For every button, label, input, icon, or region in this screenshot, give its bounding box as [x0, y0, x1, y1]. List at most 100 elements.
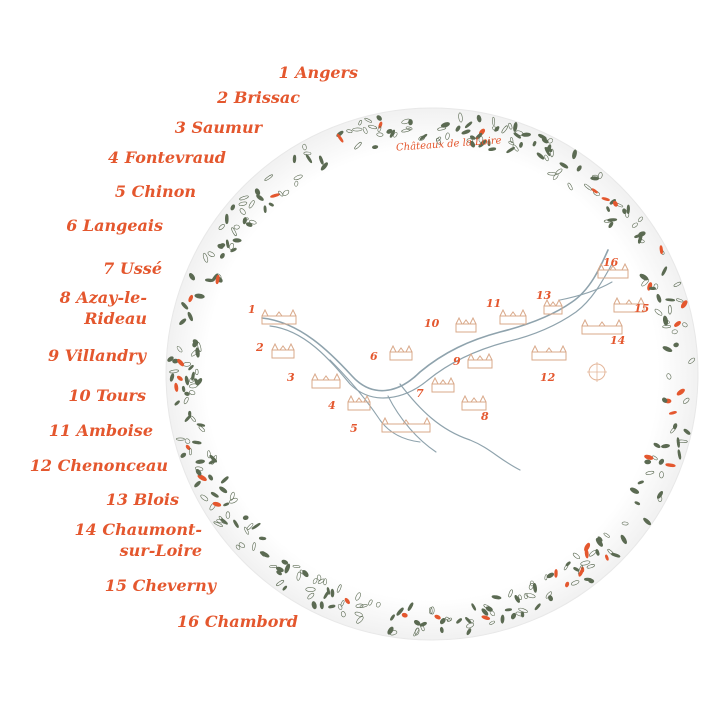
castle-sketch-7	[431, 376, 455, 393]
leaf-icon	[256, 194, 264, 201]
berry-icon	[176, 375, 183, 381]
leaf-icon	[673, 281, 682, 287]
river-branch	[559, 281, 613, 301]
leaf-icon	[606, 206, 610, 212]
leaf-icon	[225, 511, 231, 519]
leaf-icon	[413, 627, 419, 637]
leaf-icon	[213, 521, 223, 527]
legend-label: 5 Chinon	[114, 182, 196, 201]
leaf-icon	[207, 251, 215, 257]
leaf-icon	[521, 132, 531, 137]
leaf-icon	[500, 614, 505, 624]
leaf-icon	[319, 601, 324, 610]
map-number-10: 10	[424, 317, 440, 330]
leaf-icon	[251, 522, 261, 530]
leaf-icon	[305, 154, 313, 164]
leaf-icon	[656, 490, 664, 499]
leaf-icon	[359, 604, 368, 608]
leaf-icon	[563, 563, 569, 571]
leaf-icon	[458, 112, 463, 123]
leaf-icon	[229, 242, 235, 250]
berry-icon	[434, 614, 441, 620]
berry-icon	[665, 463, 676, 468]
leaf-icon	[180, 452, 187, 458]
leaf-icon	[492, 116, 496, 126]
leaf-icon	[494, 126, 500, 132]
map-number-6: 6	[370, 350, 378, 363]
leaf-icon	[476, 114, 482, 123]
plate-rim	[165, 107, 699, 641]
leaf-icon	[510, 612, 517, 620]
leaf-icon	[445, 616, 451, 622]
legend-label: 12 Chenonceau	[29, 456, 168, 475]
leaf-icon	[292, 154, 297, 164]
leaf-icon	[485, 606, 493, 612]
leaf-icon	[624, 210, 630, 218]
leaf-icon	[198, 425, 205, 432]
legend-item-10: 10 Tours	[68, 385, 146, 406]
leaf-icon	[637, 480, 644, 485]
leaf-icon	[231, 227, 237, 237]
river-network	[261, 249, 613, 471]
leaf-icon	[638, 216, 643, 222]
leaf-icon	[258, 536, 267, 541]
leaf-icon	[491, 595, 502, 600]
leaf-icon	[589, 550, 597, 557]
leaf-icon	[218, 515, 226, 524]
leaf-icon	[354, 611, 363, 617]
berry-icon	[188, 294, 194, 303]
castle-sketch-10	[455, 316, 477, 333]
legend-label: 2 Brissac	[217, 88, 300, 107]
leaf-icon	[658, 458, 665, 465]
leaf-icon	[238, 542, 246, 548]
castle-sketch-14	[581, 318, 623, 335]
leaf-icon	[200, 494, 209, 502]
leaf-icon	[515, 611, 524, 617]
leaf-icon	[188, 272, 196, 281]
leaf-icon	[305, 587, 316, 592]
leaf-icon	[673, 342, 679, 348]
leaf-icon	[683, 428, 691, 435]
castle-sketch-8	[461, 394, 487, 411]
leaf-icon	[607, 548, 615, 556]
leaf-icon	[184, 391, 190, 396]
castle-sketch-5	[381, 416, 431, 433]
leaf-icon	[355, 603, 364, 608]
leaf-icon	[595, 537, 604, 547]
leaf-icon	[169, 373, 175, 382]
leaf-icon	[401, 128, 411, 133]
leaf-icon	[572, 149, 577, 160]
leaf-icon	[653, 442, 661, 449]
leaf-icon	[167, 356, 174, 362]
leaf-icon	[401, 118, 411, 125]
leaf-icon	[661, 266, 668, 276]
leaf-icon	[293, 174, 303, 181]
leaf-icon	[466, 138, 474, 143]
leaf-icon	[294, 180, 299, 187]
leaf-icon	[598, 172, 603, 179]
leaf-icon	[239, 195, 249, 201]
leaf-icon	[218, 224, 225, 230]
leaf-icon	[466, 622, 475, 629]
leaf-icon	[278, 190, 284, 197]
leaf-icon	[181, 302, 189, 310]
leaf-icon	[555, 168, 563, 175]
berry-icon	[336, 133, 344, 143]
leaf-icon	[437, 126, 447, 131]
legend-label: 16 Chambord	[177, 612, 298, 631]
leaf-icon	[586, 564, 595, 569]
leaf-icon	[183, 396, 189, 405]
leaf-icon	[512, 144, 519, 152]
leaf-icon	[194, 293, 205, 299]
castle-sketch-16	[597, 262, 629, 279]
leaf-icon	[292, 565, 301, 568]
leaf-icon	[169, 369, 179, 374]
castle-sketches	[261, 262, 645, 433]
leaf-icon	[386, 128, 393, 134]
leaf-icon	[282, 585, 288, 591]
leaf-icon	[584, 183, 592, 191]
legend-item-4: 4 Fontevraud	[108, 147, 226, 168]
leaf-icon	[488, 147, 497, 151]
castle-sketch-13	[543, 298, 563, 315]
berry-icon	[344, 597, 350, 605]
